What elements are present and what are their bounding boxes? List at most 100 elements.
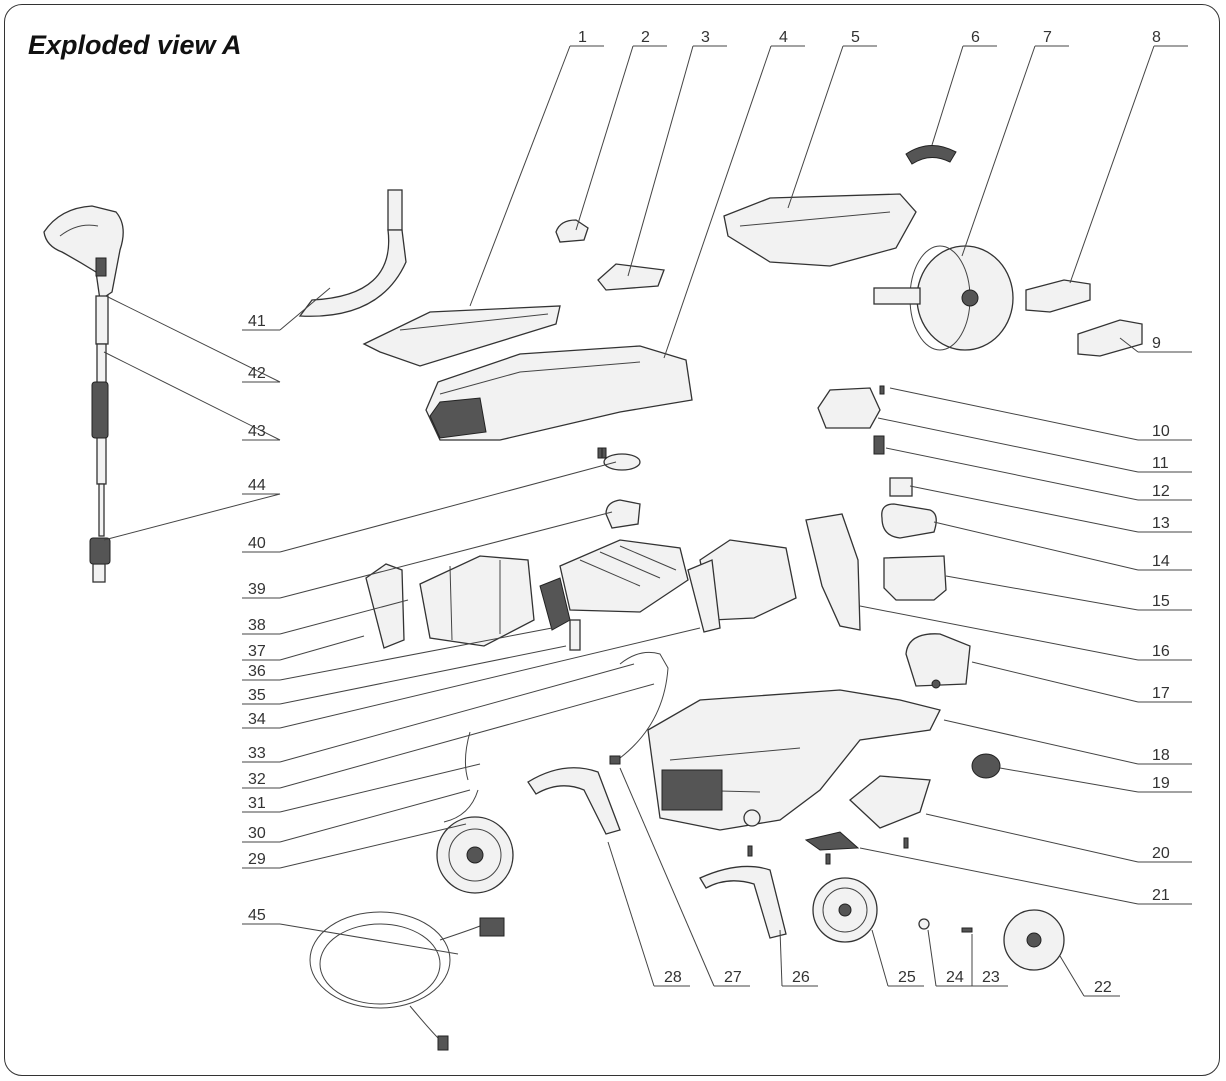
callout-leader (575, 45, 634, 231)
wheel-right (812, 877, 878, 943)
callout-leader (607, 841, 655, 987)
base-chassis (647, 689, 941, 831)
callout-number-34: 34 (248, 711, 266, 728)
callout-leader (889, 387, 1139, 441)
callout-leader (105, 295, 281, 383)
motor (539, 539, 689, 651)
filter-cylinder (881, 503, 937, 539)
callout-leader (279, 645, 567, 705)
callout-number-35: 35 (248, 687, 266, 704)
callout-leader (927, 929, 937, 987)
upper-housing (425, 345, 693, 441)
callout-leader (627, 45, 694, 277)
callout-number-26: 26 (792, 969, 810, 986)
cap-19 (971, 753, 1001, 779)
bracket-8 (1025, 279, 1091, 313)
callout-number-13: 13 (1152, 515, 1170, 532)
callout-number-14: 14 (1152, 553, 1170, 570)
callout-leader (1119, 337, 1139, 353)
small-cover-plate (597, 263, 665, 291)
callout-leader (909, 485, 1139, 533)
pump-parts-39-40 (597, 447, 641, 529)
small-parts-12-13 (873, 435, 913, 497)
callout-leader (279, 599, 409, 635)
callout-leader (885, 447, 1139, 501)
motor-rear-housing (687, 539, 797, 633)
callout-number-41: 41 (248, 313, 266, 330)
callout-leader (779, 929, 783, 987)
callout-number-2: 2 (641, 29, 650, 46)
callout-leader (925, 813, 1139, 863)
callout-leader (469, 45, 571, 307)
callout-number-32: 32 (248, 771, 266, 788)
callout-number-11: 11 (1152, 455, 1169, 472)
washer-24 (918, 918, 930, 930)
switch-box (817, 385, 885, 429)
wheel-cover-28 (527, 767, 621, 835)
callout-number-31: 31 (248, 795, 266, 812)
callout-number-21: 21 (1152, 887, 1170, 904)
callout-leader (931, 45, 964, 146)
small-cap (555, 219, 589, 243)
callout-leader (859, 605, 1139, 661)
callout-number-24: 24 (946, 969, 964, 986)
callout-leader (279, 627, 553, 681)
callout-number-38: 38 (248, 617, 266, 634)
hose-reel-handle (905, 145, 957, 165)
callout-number-9: 9 (1152, 335, 1161, 352)
diagram-title: Exploded view A (28, 30, 242, 60)
wheel-left (436, 816, 514, 894)
callout-number-8: 8 (1152, 29, 1161, 46)
screw-23 (961, 927, 973, 933)
callout-number-15: 15 (1152, 593, 1170, 610)
callout-number-23: 23 (982, 969, 1000, 986)
callout-leader (663, 45, 772, 359)
callout-leader (999, 767, 1139, 793)
callout-leader (279, 287, 331, 331)
hose-clip (298, 189, 407, 317)
callout-number-25: 25 (898, 969, 916, 986)
top-cover-panel (362, 305, 561, 367)
callout-leader (945, 575, 1139, 611)
callout-number-17: 17 (1152, 685, 1170, 702)
callout-leader (971, 661, 1139, 703)
callout-leader (859, 847, 1139, 905)
callout-number-42: 42 (248, 365, 266, 382)
callout-number-20: 20 (1152, 845, 1170, 862)
callout-leader (279, 823, 467, 869)
small-screws (601, 447, 909, 865)
callout-leader (787, 45, 844, 209)
callout-number-16: 16 (1152, 643, 1170, 660)
callout-number-18: 18 (1152, 747, 1170, 764)
callout-leader (279, 461, 617, 553)
callout-leader (871, 929, 889, 987)
callout-number-43: 43 (248, 423, 266, 440)
callout-number-22: 22 (1094, 979, 1112, 996)
callout-number-44: 44 (248, 477, 266, 494)
callout-leader (619, 767, 715, 987)
callout-leader (279, 683, 655, 789)
callout-number-19: 19 (1152, 775, 1170, 792)
callout-leader (279, 663, 635, 763)
diagram-frame (4, 4, 1220, 1076)
callout-leader (933, 521, 1139, 571)
callout-number-4: 4 (779, 29, 788, 46)
lance (89, 343, 111, 583)
callout-leader (279, 511, 613, 599)
callout-leader (1069, 45, 1155, 284)
callout-number-40: 40 (248, 535, 266, 552)
hubcap-22 (1003, 909, 1065, 971)
callout-leader (279, 763, 481, 813)
callout-leader (103, 351, 281, 441)
callout-leader (279, 789, 471, 843)
wheel-cover-26 (699, 865, 787, 939)
hose-reel (873, 245, 1014, 351)
motor-housing (419, 555, 535, 647)
callout-number-10: 10 (1152, 423, 1170, 440)
callout-leader (279, 635, 365, 661)
side-panel (805, 513, 861, 631)
callout-number-39: 39 (248, 581, 266, 598)
callout-number-5: 5 (851, 29, 860, 46)
callout-leader (877, 417, 1139, 473)
callout-number-36: 36 (248, 663, 266, 680)
